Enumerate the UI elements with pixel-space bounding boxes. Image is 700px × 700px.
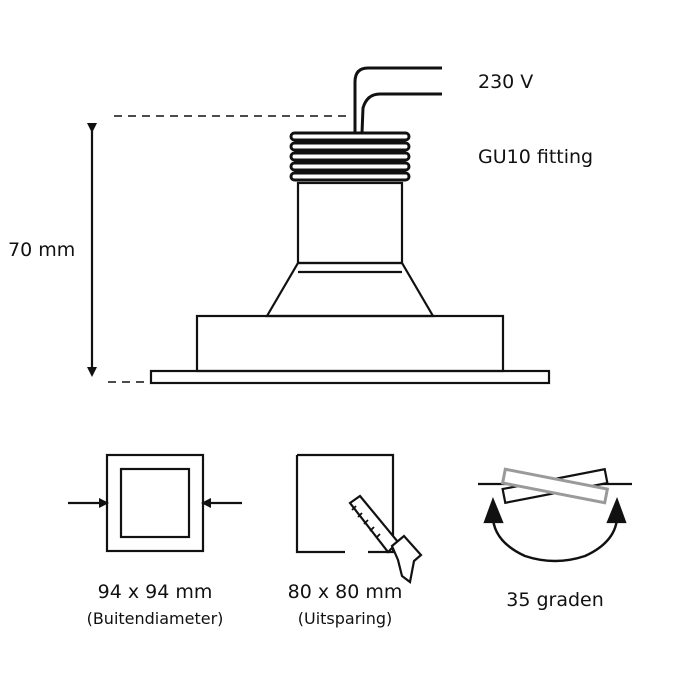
- gu10-thread: [289, 131, 411, 182]
- lamp-flange: [149, 369, 551, 385]
- tilt-label: 35 graden: [506, 589, 604, 611]
- dimension-guides: [108, 115, 352, 383]
- cutout-size-label: 80 x 80 mm: [288, 581, 403, 603]
- saw-cutout-icon: [295, 453, 423, 584]
- fitting-label: GU10 fitting: [478, 146, 593, 168]
- square-measure-icon: [68, 453, 242, 553]
- fixture-side-view: [149, 66, 551, 385]
- power-cable: [353, 66, 442, 134]
- cutout-caption-label: (Uitsparing): [298, 609, 393, 628]
- lamp-housing: [195, 314, 505, 373]
- voltage-label: 230 V: [478, 71, 533, 93]
- outer-caption-label: (Buitendiameter): [87, 609, 224, 628]
- saw-icon: [348, 494, 423, 584]
- height-label: 70 mm: [8, 239, 75, 261]
- tilt-rotation-icon: [478, 467, 632, 563]
- rotation-arc: [491, 509, 619, 563]
- outer-size-label: 94 x 94 mm: [98, 581, 213, 603]
- lamp-neck: [296, 181, 404, 265]
